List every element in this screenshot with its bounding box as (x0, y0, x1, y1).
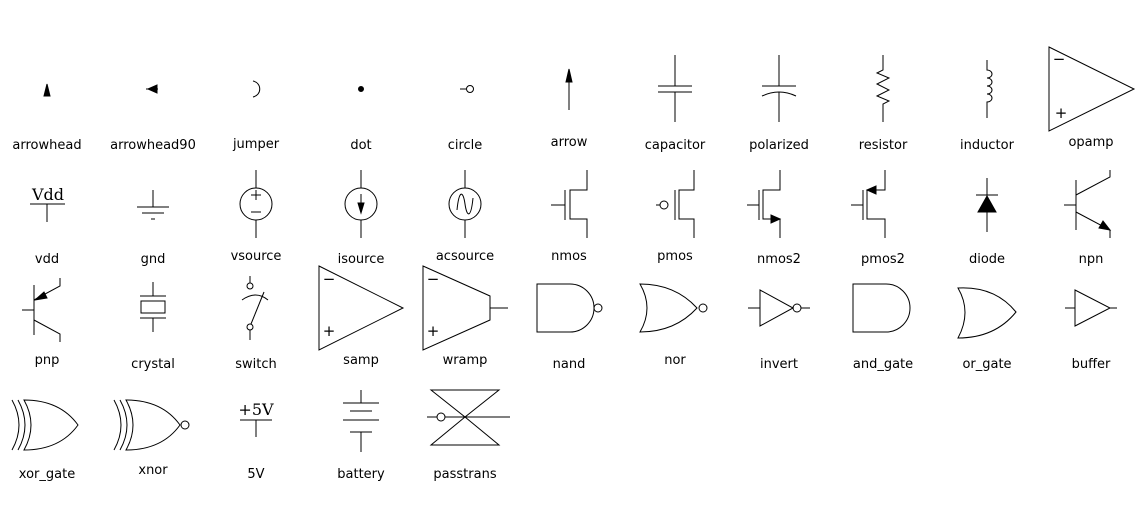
polarized-capacitor-symbol: polarized (749, 55, 809, 153)
minus-sign: − (427, 270, 440, 288)
symbol-label: wramp (443, 353, 488, 368)
arrowhead-symbol: arrowhead (12, 83, 82, 153)
vdd-symbol: Vdd vdd (30, 185, 65, 267)
symbol-label: crystal (131, 357, 175, 372)
minus-sign: − (1053, 50, 1066, 68)
wramp-symbol: − + wramp (422, 265, 508, 368)
symbol-label: arrow (551, 135, 588, 150)
minus-sign: − (323, 270, 336, 288)
symbol-label: jumper (232, 137, 280, 152)
symbol-label: pmos (657, 249, 693, 264)
arrow-symbol: arrow (551, 68, 588, 150)
nmos2-symbol: nmos2 (747, 170, 801, 267)
switch-symbol: switch (235, 276, 277, 372)
or-gate-symbol: or_gate (957, 287, 1017, 372)
symbol-label: gnd (141, 252, 166, 267)
arrowhead90-symbol: arrowhead90 (110, 84, 196, 153)
plus-sign: + (1055, 104, 1068, 122)
five-volt-text: +5V (238, 400, 274, 419)
symbol-label: pmos2 (861, 252, 905, 267)
symbol-label: circle (448, 138, 483, 153)
crystal-symbol: crystal (131, 282, 175, 372)
symbol-label: vsource (231, 249, 282, 264)
acsource-symbol: acsource (436, 170, 494, 264)
symbol-label: polarized (749, 138, 809, 153)
opamp-symbol: − + opamp (1048, 46, 1136, 150)
symbol-label: capacitor (645, 138, 706, 153)
symbol-label: npn (1079, 252, 1104, 267)
symbol-label: diode (969, 252, 1005, 267)
nor-symbol: nor (639, 283, 708, 368)
pmos2-symbol: pmos2 (851, 170, 905, 267)
invert-symbol: invert (748, 289, 810, 372)
five-volt-symbol: +5V 5V (238, 400, 274, 482)
xnor-symbol: xnor (113, 399, 190, 478)
plus-sign: + (427, 322, 440, 340)
symbol-label: resistor (859, 138, 908, 153)
symbol-label: and_gate (853, 357, 913, 372)
npn-symbol: npn (1064, 170, 1112, 267)
symbol-label: vdd (35, 252, 59, 267)
symbol-label: opamp (1068, 135, 1113, 150)
xor-gate-symbol: xor_gate (11, 399, 79, 482)
symbol-label: isource (338, 252, 385, 267)
circle-symbol: circle (448, 85, 483, 153)
symbol-label: inductor (960, 138, 1015, 153)
vsource-symbol: vsource (231, 170, 282, 264)
pnp-symbol: pnp (22, 278, 61, 368)
symbol-label: samp (343, 353, 379, 368)
resistor-symbol: resistor (859, 55, 908, 153)
symbol-label: pnp (35, 353, 60, 368)
symbol-label: battery (337, 467, 385, 482)
symbol-label: xnor (138, 463, 168, 478)
vdd-text: Vdd (31, 185, 64, 204)
and-gate-symbol: and_gate (852, 283, 913, 372)
jumper-symbol: jumper (232, 80, 280, 152)
nand-symbol: nand (536, 283, 603, 372)
nmos-symbol: nmos (551, 170, 588, 264)
plus-sign: + (323, 322, 336, 340)
symbol-label: nand (553, 357, 586, 372)
symbol-label: or_gate (962, 357, 1011, 372)
samp-symbol: − + samp (318, 265, 405, 368)
buffer-symbol: buffer (1065, 289, 1117, 372)
inductor-symbol: inductor (960, 60, 1015, 153)
isource-symbol: isource (338, 170, 385, 267)
symbol-label: nor (664, 353, 686, 368)
pmos-symbol: pmos (656, 170, 695, 264)
symbol-label: 5V (247, 467, 264, 482)
gnd-symbol: gnd (137, 190, 169, 267)
symbol-label: arrowhead90 (110, 138, 196, 153)
battery-symbol: battery (337, 390, 385, 482)
dot-symbol: dot (350, 86, 372, 153)
symbol-label: acsource (436, 249, 494, 264)
symbol-label: passtrans (433, 467, 496, 482)
symbol-label: buffer (1072, 357, 1111, 372)
symbol-label: dot (350, 138, 371, 153)
capacitor-symbol: capacitor (645, 55, 706, 153)
symbol-label: nmos (551, 249, 587, 264)
passtrans-symbol: passtrans (427, 389, 510, 482)
symbol-label: xor_gate (19, 467, 75, 482)
symbol-label: arrowhead (12, 138, 81, 153)
symbol-label: switch (235, 357, 277, 372)
diode-symbol: diode (969, 178, 1005, 267)
symbol-label: invert (760, 357, 798, 372)
symbol-label: nmos2 (757, 252, 801, 267)
